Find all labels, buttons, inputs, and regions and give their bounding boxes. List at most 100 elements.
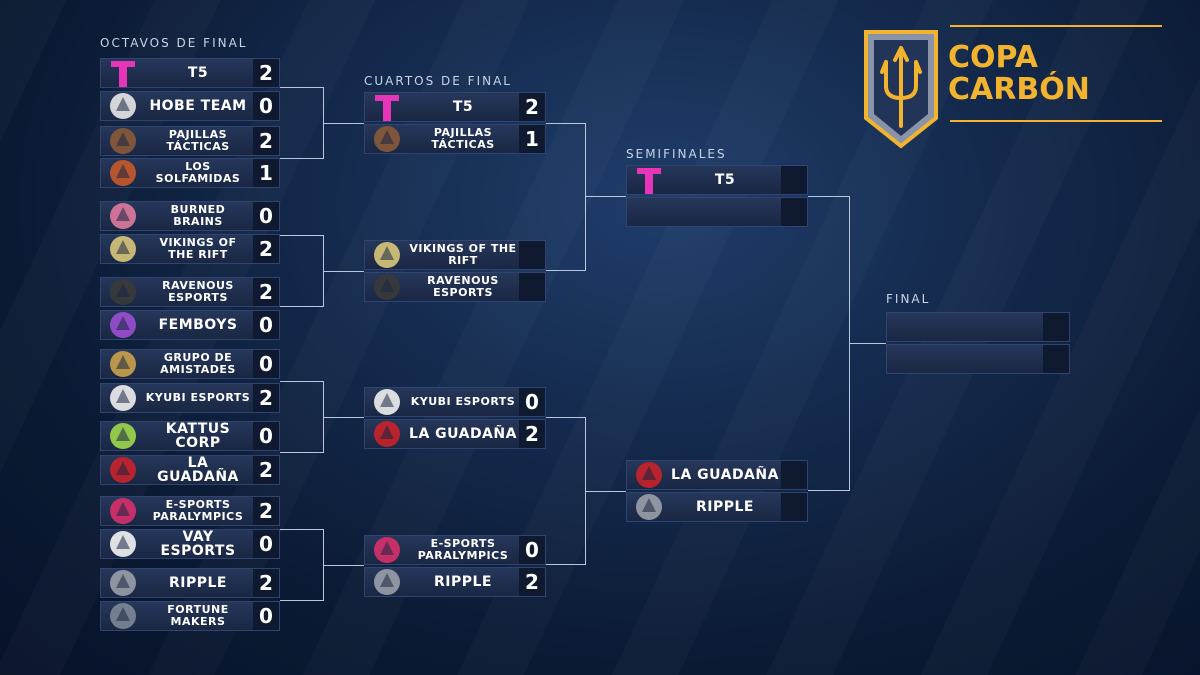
- connector-r16-3-out: [324, 417, 364, 418]
- team-name: LA GUADAÑA: [671, 467, 779, 483]
- team-name: E-SPORTS PARALYMPICS: [152, 498, 244, 523]
- connector-r16-4-out: [324, 565, 364, 566]
- team-name: [931, 345, 1041, 373]
- esports-paralympics-logo-icon: [103, 491, 143, 531]
- kattus-logo-icon: [103, 416, 143, 456]
- team-name: FEMBOYS: [158, 317, 238, 333]
- final-slot[interactable]: [886, 312, 1070, 342]
- burned-brains-logo-icon: [103, 196, 143, 236]
- team-name: E-SPORTS PARALYMPICS: [417, 537, 509, 562]
- fortune-makers-logo-icon: [103, 596, 143, 636]
- team-score: 2: [519, 93, 545, 121]
- team-score: 0: [253, 311, 279, 339]
- ripple-logo-icon: [103, 563, 143, 603]
- team-name: [931, 313, 1041, 341]
- connector-qf-2: [546, 417, 586, 565]
- connector-r16-1: [280, 87, 324, 159]
- stage-label-quarter: CUARTOS DE FINAL: [364, 74, 512, 88]
- semi-slot[interactable]: RIPPLE: [626, 492, 808, 522]
- round16-slot[interactable]: E-SPORTS PARALYMPICS 2: [100, 496, 280, 526]
- final-slot[interactable]: [886, 344, 1070, 374]
- logo-bottom-rule: [950, 120, 1162, 122]
- team-score: 2: [253, 127, 279, 155]
- femboys-logo-icon: [103, 305, 143, 345]
- team-score: 0: [253, 202, 279, 230]
- la-guadana-logo-icon: [103, 450, 143, 490]
- team-score: 0: [253, 422, 279, 450]
- team-score: 2: [253, 384, 279, 412]
- la-guadana-logo-icon: [629, 455, 669, 495]
- team-name: T5: [187, 65, 209, 81]
- round16-slot[interactable]: FORTUNE MAKERS 0: [100, 601, 280, 631]
- team-name: FORTUNE MAKERS: [167, 603, 229, 628]
- quarter-slot[interactable]: E-SPORTS PARALYMPICS 0: [364, 535, 546, 565]
- ripple-logo-icon: [367, 562, 407, 602]
- team-score: [781, 461, 807, 489]
- team-name: KYUBI ESPORTS: [145, 391, 251, 404]
- team-score: 0: [253, 530, 279, 558]
- team-name: LA GUADAÑA: [157, 455, 239, 485]
- team-score: 0: [519, 388, 545, 416]
- logo-top-rule: [950, 25, 1162, 27]
- connector-r16-2: [280, 235, 324, 307]
- connector-r16-3: [280, 381, 324, 453]
- kyubi-logo-icon: [103, 378, 143, 418]
- los-solfamidas-logo-icon: [103, 153, 143, 193]
- team-name: GRUPO DE AMISTADES: [160, 351, 236, 376]
- round16-slot[interactable]: GRUPO DE AMISTADES 0: [100, 349, 280, 379]
- team-score: 2: [519, 420, 545, 448]
- team-score: 0: [253, 602, 279, 630]
- grupo-amistades-logo-icon: [103, 344, 143, 384]
- team-name: VAY ESPORTS: [160, 529, 236, 559]
- ripple-logo-icon: [629, 487, 669, 527]
- team-name: RIPPLE: [696, 499, 754, 515]
- team-name: VIKINGS OF THE RIFT: [409, 242, 517, 267]
- round16-slot[interactable]: VAY ESPORTS 0: [100, 529, 280, 559]
- trident-shield-icon: [864, 30, 938, 149]
- team-score: 2: [253, 497, 279, 525]
- team-name: [671, 198, 779, 226]
- team-score: 2: [253, 569, 279, 597]
- semi-slot[interactable]: T5: [626, 165, 808, 195]
- team-score: 0: [519, 536, 545, 564]
- ravenous-logo-icon: [103, 272, 143, 312]
- round16-slot[interactable]: LA GUADAÑA 2: [100, 455, 280, 485]
- round16-slot[interactable]: FEMBOYS 0: [100, 310, 280, 340]
- semi-slot[interactable]: [626, 197, 808, 227]
- quarter-slot[interactable]: VIKINGS OF THE RIFT: [364, 240, 546, 270]
- team-score: 0: [253, 92, 279, 120]
- stage-label-semi: SEMIFINALES: [626, 147, 727, 161]
- team-name: KATTUS CORP: [165, 421, 231, 451]
- team-score: 1: [253, 159, 279, 187]
- team-name: T5: [714, 172, 736, 188]
- team-score: 2: [253, 456, 279, 484]
- tournament-logo: [862, 28, 940, 150]
- semi-slot[interactable]: LA GUADAÑA: [626, 460, 808, 490]
- team-score: [519, 273, 545, 301]
- team-score: 1: [519, 125, 545, 153]
- tournament-title-line2: CARBÓN: [948, 72, 1090, 107]
- stage-label-final: FINAL: [886, 292, 931, 306]
- team-name: VIKINGS OF THE RIFT: [159, 236, 237, 261]
- team-score: 0: [253, 350, 279, 378]
- team-score: 2: [519, 568, 545, 596]
- connector-r16-4: [280, 529, 324, 601]
- round16-slot[interactable]: KATTUS CORP 0: [100, 421, 280, 451]
- quarter-slot[interactable]: RAVENOUS ESPORTS: [364, 272, 546, 302]
- connector-sf: [808, 196, 850, 491]
- stage-label-round16: OCTAVOS DE FINAL: [100, 36, 248, 50]
